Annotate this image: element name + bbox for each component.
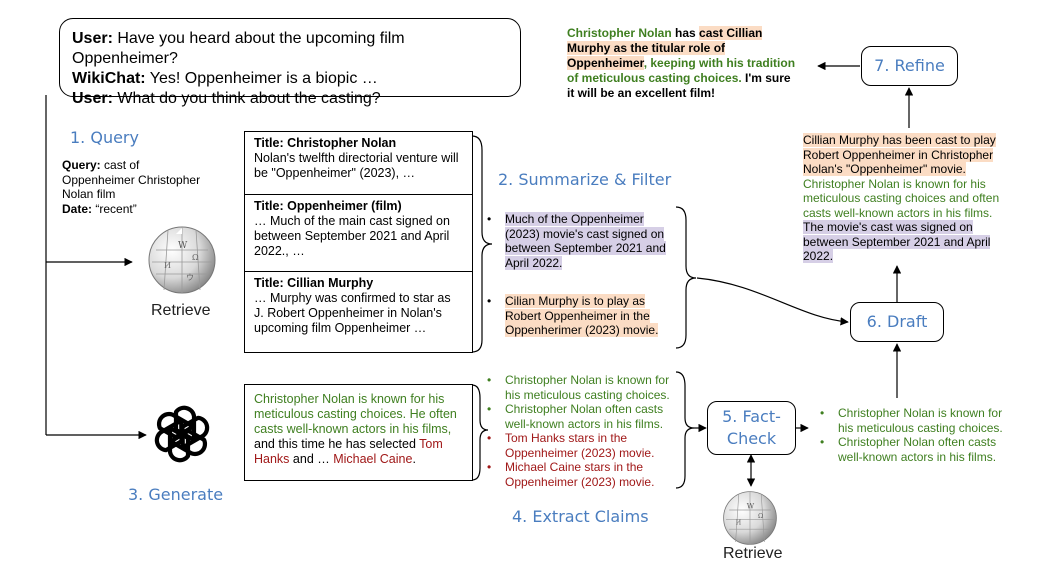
svg-text:W: W (178, 241, 188, 251)
retrieve-label-top: Retrieve (151, 302, 211, 319)
claim-item: Christopher Nolan often casts well-known… (487, 402, 679, 431)
openai-logo-icon (154, 405, 210, 463)
verified-claims-list: Christopher Nolan is known for his metic… (820, 406, 1012, 464)
brace-summaries (675, 206, 697, 349)
svg-text:ウ: ウ (186, 273, 194, 282)
verified-claim-item: Christopher Nolan is known for his metic… (820, 406, 1012, 435)
summary-list: Much of the Oppenheimer (2023) movie's c… (487, 212, 672, 338)
claim-item: Christopher Nolan is known for his metic… (487, 373, 679, 402)
step-summarize-label: 2. Summarize & Filter (498, 170, 672, 189)
svg-text:W: W (747, 501, 755, 510)
step-extract-label: 4. Extract Claims (512, 507, 649, 526)
retrieved-doc: Title: Cillian Murphy… Murphy was confir… (245, 271, 472, 352)
retrieve-label-bottom: Retrieve (723, 545, 783, 562)
dialogue-line-3: User: What do you think about the castin… (72, 90, 381, 107)
dialogue-line-2: WikiChat: Yes! Oppenheimer is a biopic … (72, 70, 378, 87)
claim-item: Michael Caine stars in the Oppenheimer (… (487, 460, 679, 489)
dialogue-box: User: Have you heard about the upcoming … (59, 18, 521, 107)
query-block: Query: cast of Oppenheimer Christopher N… (62, 158, 201, 216)
retrieved-doc: Title: Oppenheimer (film)… Much of the m… (245, 194, 472, 271)
dialogue-line-1: User: Have you heard about the upcoming … (72, 30, 405, 67)
summary-item: Much of the Oppenheimer (2023) movie's c… (487, 212, 672, 270)
factcheck-box: 5. Fact-Check (707, 401, 796, 455)
refined-response: Christopher Nolan has cast Cillian Murph… (567, 26, 796, 100)
draft-box: 6. Draft (850, 302, 944, 342)
svg-text:Ω: Ω (758, 512, 763, 520)
claims-list: Christopher Nolan is known for his metic… (487, 373, 679, 489)
verified-claim-item: Christopher Nolan often casts well-known… (820, 435, 1012, 464)
wikipedia-globe-icon: W Ω И ウ (148, 226, 216, 294)
step-query-label: 1. Query (70, 128, 139, 147)
arrow-summaries-draft (696, 277, 849, 326)
brace-generated (471, 384, 489, 481)
refine-box: 7. Refine (861, 46, 958, 86)
step-generate-label: 3. Generate (128, 485, 224, 504)
summary-item: Cilian Murphy is to play as Robert Oppen… (487, 294, 672, 338)
svg-text:И: И (164, 261, 171, 270)
svg-text:И: И (736, 518, 742, 526)
claim-item: Tom Hanks stars in the Oppenheimer (2023… (487, 431, 679, 460)
draft-text: Cillian Murphy has been cast to play Rob… (803, 133, 1000, 263)
generated-response-box: Christopher Nolan is known for his metic… (244, 384, 473, 481)
svg-text:Ω: Ω (192, 253, 199, 262)
wikipedia-globe-icon: W Ω И (723, 491, 777, 545)
